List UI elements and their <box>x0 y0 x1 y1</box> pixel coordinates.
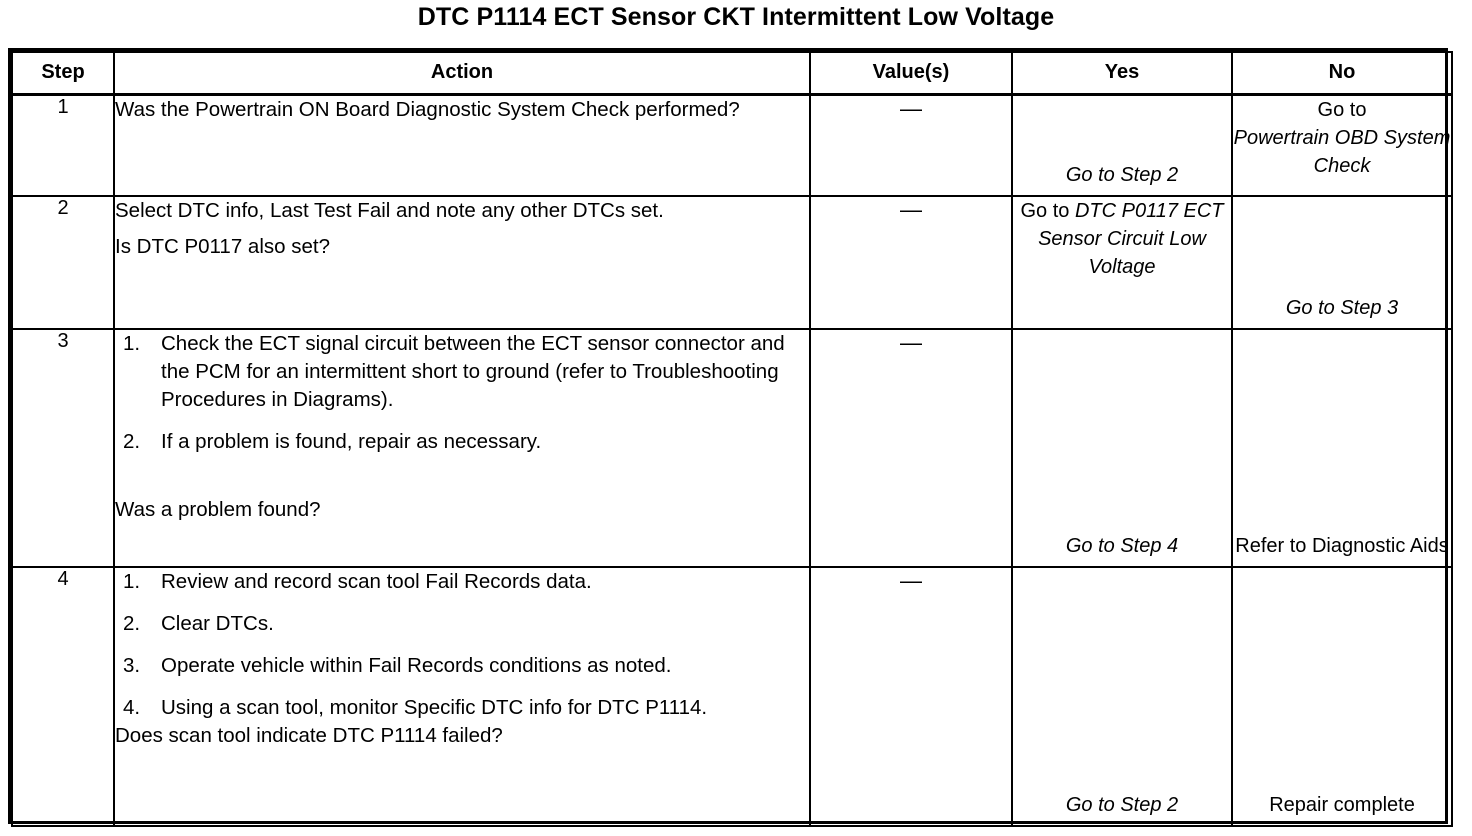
action-question: Was the Powertrain ON Board Diagnostic S… <box>115 97 740 121</box>
list-item: 4. Using a scan tool, monitor Specific D… <box>115 694 809 722</box>
table-row: 3 1. Check the ECT signal circuit betwee… <box>11 328 1453 568</box>
table-row: 1 Was the Powertrain ON Board Diagnostic… <box>11 93 1453 197</box>
diagnostic-table: Step Action Value(s) Yes No 1 Was the Po… <box>11 51 1453 827</box>
action-cell: 1. Review and record scan tool Fail Reco… <box>113 566 811 827</box>
list-item: 2. Clear DTCs. <box>115 610 809 638</box>
list-item-number: 1. <box>123 570 141 593</box>
action-cell: Select DTC info, Last Test Fail and note… <box>113 195 811 330</box>
step-number: 3 <box>11 328 115 568</box>
page-title: DTC P1114 ECT Sensor CKT Intermittent Lo… <box>417 3 1055 31</box>
value-cell: — <box>809 328 1013 568</box>
no-branch-target: Go to Step 3 <box>1285 297 1399 319</box>
list-item: 1. Review and record scan tool Fail Reco… <box>115 568 809 596</box>
list-item-number: 2. <box>123 430 141 453</box>
value-cell: — <box>809 93 1013 197</box>
list-item-number: 2. <box>123 612 141 635</box>
action-question: Was a problem found? <box>115 498 321 521</box>
no-branch-target: Repair complete <box>1269 794 1415 816</box>
column-header-step: Step <box>11 51 115 96</box>
table-row: 4 1. Review and record scan tool Fail Re… <box>11 566 1453 827</box>
diagnostic-table-container: Step Action Value(s) Yes No 1 Was the Po… <box>8 48 1453 827</box>
value-cell: — <box>809 195 1013 330</box>
no-branch-prefix: Go to <box>1317 98 1367 121</box>
yes-branch-cell: Go to Step 2 <box>1011 93 1233 197</box>
list-item: 2. If a problem is found, repair as nece… <box>115 428 809 456</box>
yes-branch-cell: Go to DTC P0117 ECT Sensor Circuit Low V… <box>1011 195 1233 330</box>
action-cell: 1. Check the ECT signal circuit between … <box>113 328 811 568</box>
list-item: 1. Check the ECT signal circuit between … <box>115 330 809 414</box>
table-row: 2 Select DTC info, Last Test Fail and no… <box>11 195 1453 330</box>
list-item-text: Review and record scan tool Fail Records… <box>161 570 592 593</box>
step-number: 4 <box>11 566 115 827</box>
list-item-text: Check the ECT signal circuit between the… <box>161 332 785 411</box>
column-header-action: Action <box>113 51 811 96</box>
no-branch-cell: Go to Step 3 <box>1231 195 1453 330</box>
list-item-number: 4. <box>123 696 141 719</box>
action-cell: Was the Powertrain ON Board Diagnostic S… <box>113 93 811 197</box>
column-header-no: No <box>1231 51 1453 96</box>
yes-branch-target: DTC P0117 ECT Sensor Circuit Low Voltage <box>1038 200 1224 278</box>
no-branch-cell: Refer to Diagnostic Aids <box>1231 328 1453 568</box>
yes-branch-target: Go to Step 2 <box>1065 794 1179 816</box>
yes-branch-cell: Go to Step 2 <box>1011 566 1233 827</box>
no-branch-target: Refer to Diagnostic Aids <box>1235 535 1449 557</box>
table-header-row: Step Action Value(s) Yes No <box>11 51 1453 96</box>
yes-branch-cell: Go to Step 4 <box>1011 328 1233 568</box>
no-branch-cell: Go to Powertrain OBD System Check <box>1231 93 1453 197</box>
yes-branch-target: Go to Step 2 <box>1065 164 1179 186</box>
action-step-list: 1. Review and record scan tool Fail Reco… <box>115 568 809 722</box>
list-item-text: Operate vehicle within Fail Records cond… <box>161 654 672 677</box>
no-branch-cell: Repair complete <box>1231 566 1453 827</box>
column-header-yes: Yes <box>1011 51 1233 96</box>
column-header-value: Value(s) <box>809 51 1013 96</box>
no-branch-target: Powertrain OBD System Check <box>1233 126 1451 177</box>
yes-branch-target: Go to Step 4 <box>1065 535 1179 557</box>
action-question: Is DTC P0117 also set? <box>115 235 330 258</box>
list-item-text: Using a scan tool, monitor Specific DTC … <box>161 696 708 719</box>
list-item: 3. Operate vehicle within Fail Records c… <box>115 652 809 680</box>
list-item-number: 1. <box>123 332 141 355</box>
list-item-text: If a problem is found, repair as necessa… <box>161 430 542 453</box>
list-item-text: Clear DTCs. <box>161 612 274 635</box>
list-item-number: 3. <box>123 654 141 677</box>
value-cell: — <box>809 566 1013 827</box>
action-step-list: 1. Check the ECT signal circuit between … <box>115 330 809 456</box>
yes-branch-prefix: Go to <box>1020 200 1070 222</box>
action-statement: Select DTC info, Last Test Fail and note… <box>115 199 664 222</box>
action-question: Does scan tool indicate DTC P1114 failed… <box>115 724 503 747</box>
step-number: 1 <box>11 93 115 197</box>
step-number: 2 <box>11 195 115 330</box>
